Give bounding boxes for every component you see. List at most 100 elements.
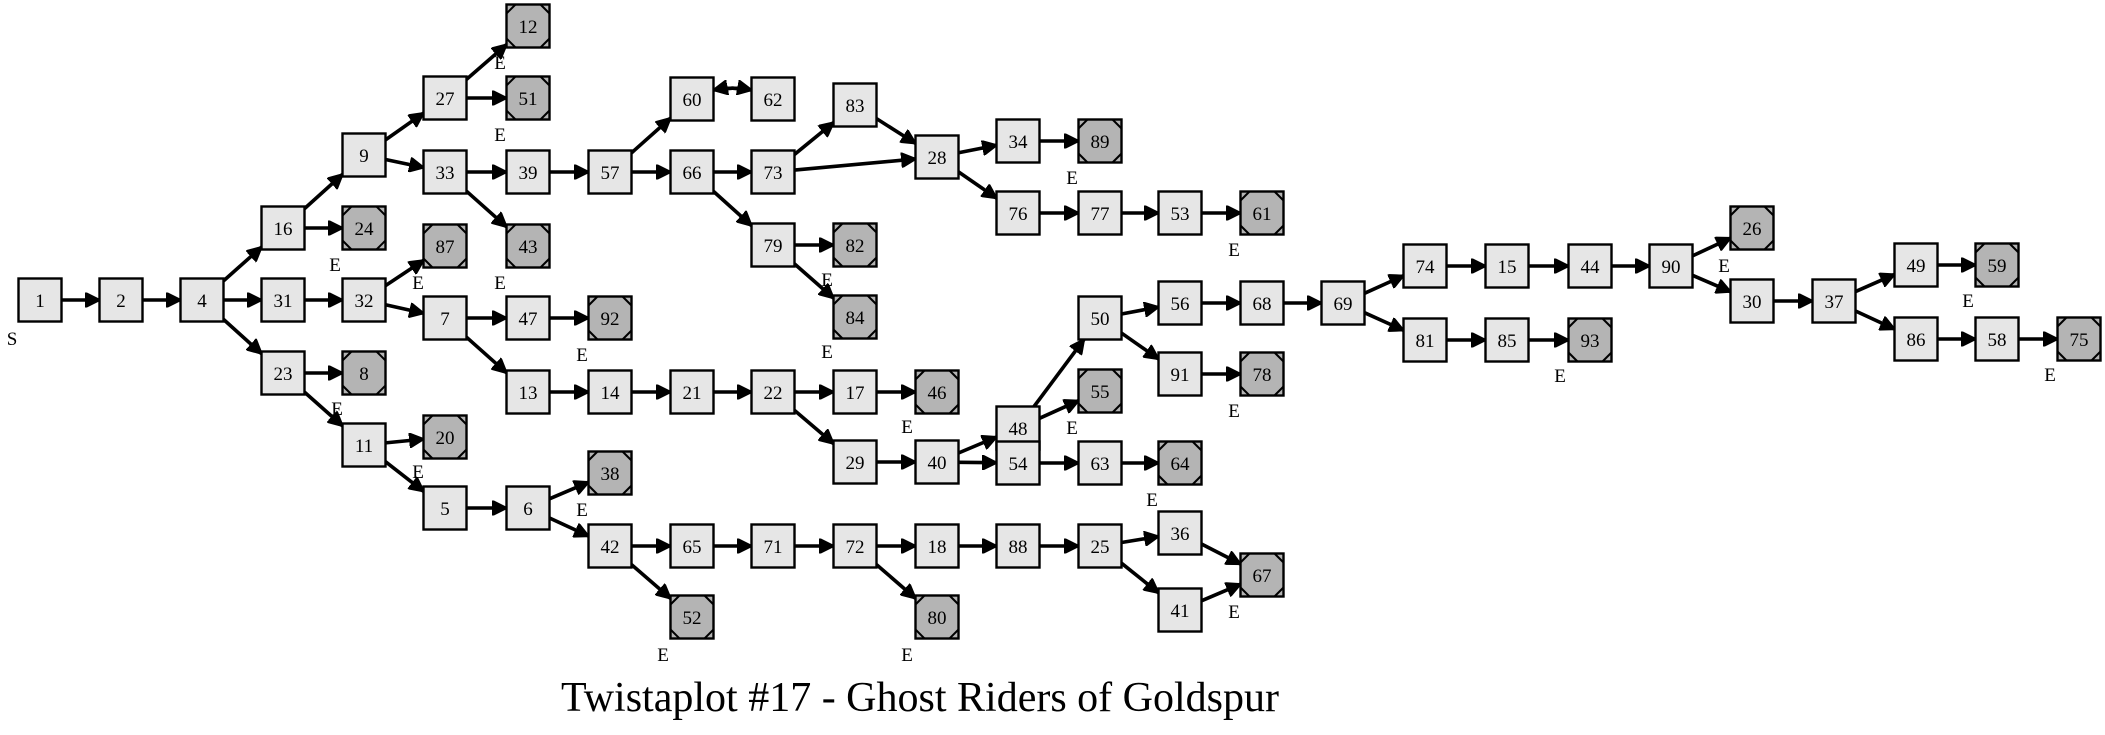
story-node-63[interactable]: 63 <box>1077 440 1123 486</box>
story-node-44[interactable]: 44 <box>1567 243 1613 289</box>
story-node-1[interactable]: 1 <box>17 277 63 323</box>
ending-node-51[interactable]: 51 <box>505 75 551 121</box>
ending-node-67[interactable]: 67 <box>1239 552 1285 598</box>
ending-node-52[interactable]: 52 <box>669 594 715 640</box>
story-node-30[interactable]: 30 <box>1729 278 1775 324</box>
story-node-72[interactable]: 72 <box>832 523 878 569</box>
story-node-91[interactable]: 91 <box>1157 351 1203 397</box>
ending-node-92[interactable]: 92 <box>587 295 633 341</box>
ending-node-26[interactable]: 26 <box>1729 205 1775 251</box>
end-marker-93: E <box>1554 366 1566 387</box>
story-node-49[interactable]: 49 <box>1893 242 1939 288</box>
ending-node-84[interactable]: 84 <box>832 294 878 340</box>
story-node-27[interactable]: 27 <box>422 75 468 121</box>
story-node-32[interactable]: 32 <box>341 277 387 323</box>
ending-node-43[interactable]: 43 <box>505 223 551 269</box>
story-node-56[interactable]: 56 <box>1157 280 1203 326</box>
story-node-28[interactable]: 28 <box>914 134 960 180</box>
story-node-42[interactable]: 42 <box>587 523 633 569</box>
node-box <box>750 222 796 268</box>
story-node-5[interactable]: 5 <box>422 485 468 531</box>
ending-node-8[interactable]: 8 <box>341 350 387 396</box>
story-node-11[interactable]: 11 <box>341 422 387 468</box>
story-node-22[interactable]: 22 <box>750 369 796 415</box>
story-node-65[interactable]: 65 <box>669 523 715 569</box>
story-node-14[interactable]: 14 <box>587 369 633 415</box>
edge-28-to-76 <box>957 170 997 200</box>
ending-node-59[interactable]: 59 <box>1974 242 2020 288</box>
story-node-39[interactable]: 39 <box>505 149 551 195</box>
story-node-9[interactable]: 9 <box>341 132 387 178</box>
story-node-25[interactable]: 25 <box>1077 523 1123 569</box>
story-node-86[interactable]: 86 <box>1893 316 1939 362</box>
story-node-37[interactable]: 37 <box>1811 278 1857 324</box>
ending-node-20[interactable]: 20 <box>422 414 468 460</box>
story-node-18[interactable]: 18 <box>914 523 960 569</box>
story-node-77[interactable]: 77 <box>1077 190 1123 236</box>
story-node-58[interactable]: 58 <box>1974 316 2020 362</box>
story-node-40[interactable]: 40 <box>914 439 960 485</box>
ending-node-75[interactable]: 75 <box>2056 316 2102 362</box>
ending-node-93[interactable]: 93 <box>1567 317 1613 363</box>
story-node-69[interactable]: 69 <box>1320 280 1366 326</box>
node-box <box>341 422 387 468</box>
story-node-47[interactable]: 47 <box>505 295 551 341</box>
node-label: 73 <box>764 163 783 184</box>
story-node-83[interactable]: 83 <box>832 82 878 128</box>
story-node-88[interactable]: 88 <box>995 523 1041 569</box>
story-node-54[interactable]: 54 <box>995 440 1041 486</box>
story-node-33[interactable]: 33 <box>422 149 468 195</box>
end-marker-24: E <box>329 255 341 276</box>
story-node-7[interactable]: 7 <box>422 295 468 341</box>
ending-corner-mark <box>1077 402 1089 414</box>
story-node-16[interactable]: 16 <box>260 205 306 251</box>
node-label: 62 <box>764 90 783 111</box>
story-node-66[interactable]: 66 <box>669 149 715 195</box>
ending-node-87[interactable]: 87 <box>422 223 468 269</box>
story-node-57[interactable]: 57 <box>587 149 633 195</box>
story-node-85[interactable]: 85 <box>1484 317 1530 363</box>
story-node-60[interactable]: 60 <box>669 76 715 122</box>
story-node-21[interactable]: 21 <box>669 369 715 415</box>
ending-node-12[interactable]: 12 <box>505 3 551 49</box>
story-node-6[interactable]: 6 <box>505 485 551 531</box>
story-node-76[interactable]: 76 <box>995 190 1041 236</box>
story-node-13[interactable]: 13 <box>505 369 551 415</box>
ending-node-61[interactable]: 61 <box>1239 190 1285 236</box>
ending-node-38[interactable]: 38 <box>587 450 633 496</box>
story-node-81[interactable]: 81 <box>1402 317 1448 363</box>
story-node-90[interactable]: 90 <box>1648 243 1694 289</box>
story-node-4[interactable]: 4 <box>179 277 225 323</box>
ending-node-82[interactable]: 82 <box>832 222 878 268</box>
ending-box <box>341 205 387 251</box>
story-node-41[interactable]: 41 <box>1157 587 1203 633</box>
ending-node-24[interactable]: 24 <box>341 205 387 251</box>
story-node-62[interactable]: 62 <box>750 76 796 122</box>
ending-node-78[interactable]: 78 <box>1239 351 1285 397</box>
story-node-2[interactable]: 2 <box>98 277 144 323</box>
ending-node-55[interactable]: 55 <box>1077 368 1123 414</box>
ending-node-80[interactable]: 80 <box>914 594 960 640</box>
end-marker-46: E <box>901 417 913 438</box>
ending-node-89[interactable]: 89 <box>1077 118 1123 164</box>
edge-16-to-9 <box>303 174 343 210</box>
story-node-53[interactable]: 53 <box>1157 190 1203 236</box>
edge-90-to-26 <box>1691 236 1731 258</box>
story-node-34[interactable]: 34 <box>995 118 1041 164</box>
story-node-74[interactable]: 74 <box>1402 243 1448 289</box>
story-node-17[interactable]: 17 <box>832 369 878 415</box>
ending-node-64[interactable]: 64 <box>1157 440 1203 486</box>
node-label: 79 <box>764 236 783 257</box>
story-node-29[interactable]: 29 <box>832 439 878 485</box>
story-node-36[interactable]: 36 <box>1157 510 1203 556</box>
story-node-31[interactable]: 31 <box>260 277 306 323</box>
story-node-71[interactable]: 71 <box>750 523 796 569</box>
story-node-68[interactable]: 68 <box>1239 280 1285 326</box>
story-node-50[interactable]: 50 <box>1077 295 1123 341</box>
story-node-15[interactable]: 15 <box>1484 243 1530 289</box>
story-node-73[interactable]: 73 <box>750 149 796 195</box>
node-label: 92 <box>601 309 620 330</box>
story-node-23[interactable]: 23 <box>260 350 306 396</box>
ending-node-46[interactable]: 46 <box>914 369 960 415</box>
story-node-79[interactable]: 79 <box>750 222 796 268</box>
